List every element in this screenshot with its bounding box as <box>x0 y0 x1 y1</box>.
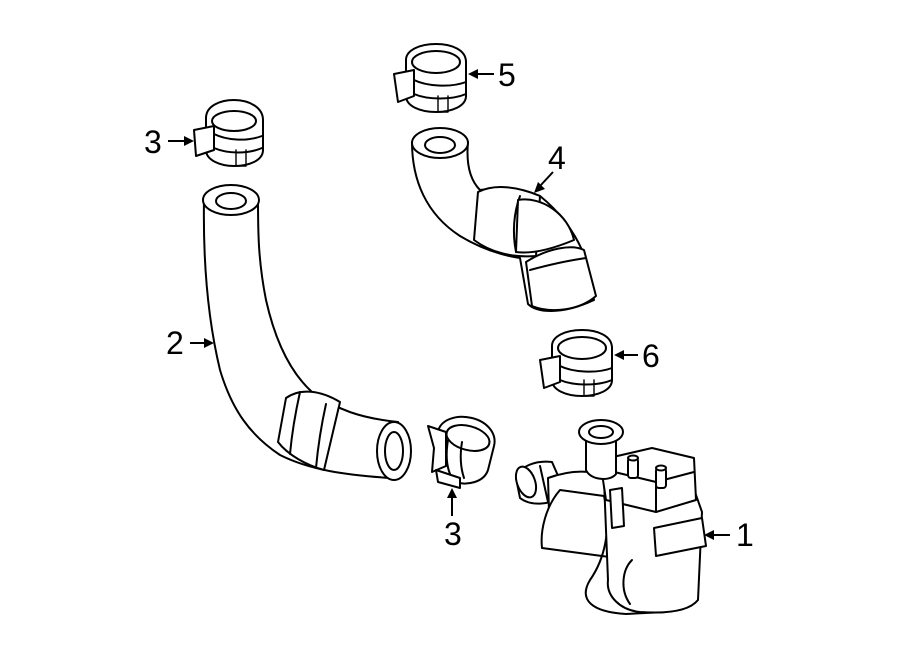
hose-clamp-part-3-upper <box>193 99 264 167</box>
water-pump-part-1 <box>514 419 707 615</box>
hose-part-4 <box>411 127 597 312</box>
callout-1: 1 <box>736 517 754 553</box>
callout-arrows <box>168 69 730 540</box>
callout-3-upper: 3 <box>144 124 162 160</box>
hose-part-2 <box>202 184 412 481</box>
callout-5: 5 <box>498 57 516 93</box>
callout-3-lower: 3 <box>444 516 462 552</box>
callout-4: 4 <box>548 140 566 176</box>
callout-2: 2 <box>166 325 184 361</box>
callout-6: 6 <box>642 338 660 374</box>
hose-clamp-part-6 <box>539 329 613 397</box>
hose-clamp-part-3-lower <box>427 415 496 489</box>
hose-clamp-part-5 <box>393 43 467 113</box>
